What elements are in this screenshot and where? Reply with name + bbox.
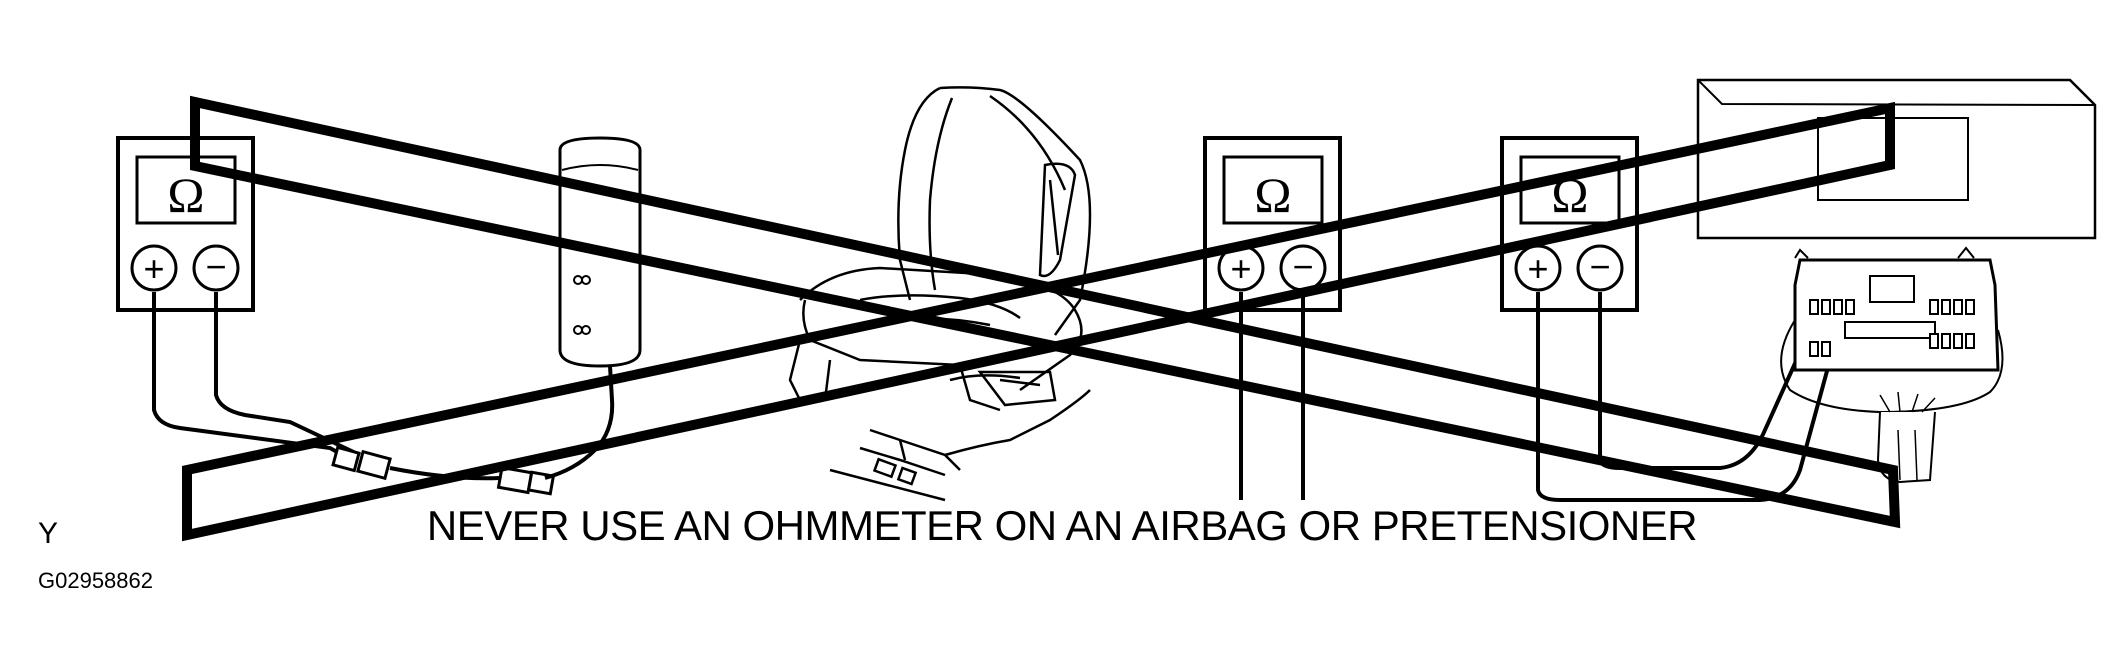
harness-connector-left: [331, 445, 556, 496]
ohmmeter-icon: Ω + −: [1203, 136, 1342, 312]
positive-terminal-label: +: [1527, 248, 1548, 289]
meter-leads-left: [152, 292, 361, 464]
meter-leads-right: [1536, 292, 1832, 502]
ohmmeter-icon: Ω + −: [116, 136, 255, 312]
negative-terminal-label: −: [1589, 246, 1610, 287]
positive-terminal-label: +: [1230, 248, 1251, 289]
positive-terminal-label: +: [143, 248, 164, 289]
vehicle-seat-icon: [788, 86, 1092, 502]
region-code-label: Y: [38, 517, 59, 550]
airbag-sensor-assembly-icon: [1696, 78, 2097, 484]
figure-id-label: G02958862: [38, 568, 153, 593]
ohm-symbol: Ω: [1254, 167, 1291, 223]
negative-terminal-label: −: [205, 246, 226, 287]
negative-terminal-label: −: [1292, 246, 1313, 287]
prohibition-cross-icon: [182, 95, 1901, 542]
ohm-symbol: Ω: [167, 167, 204, 223]
